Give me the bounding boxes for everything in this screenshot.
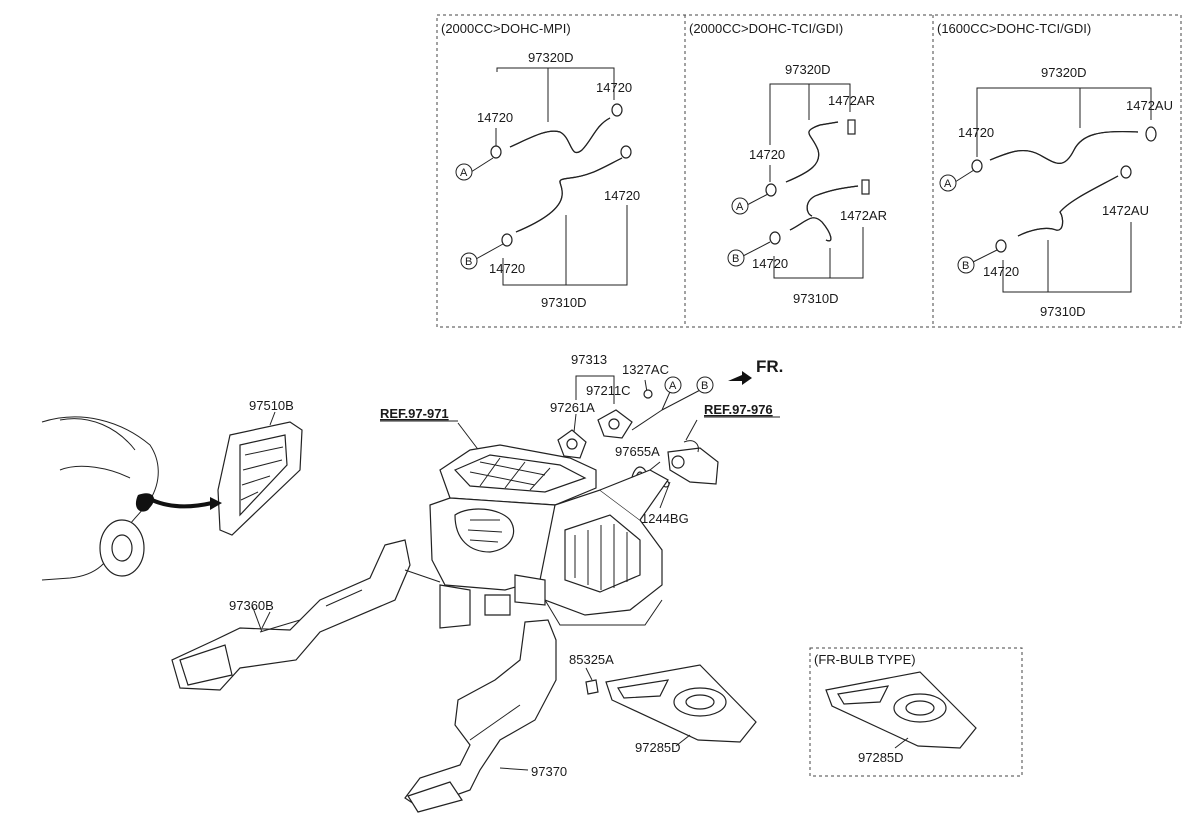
connector-b-icon [957, 256, 975, 274]
variant-2-clamp-a-label: 1472AR [828, 93, 875, 108]
main-conn-b: B [701, 380, 708, 392]
variant-1-conn-b: B [465, 256, 472, 268]
variant-panel-2: (2000CC>DOHC-TCI/GDI) 97320D 1472AR 1472… [689, 21, 887, 306]
clamp-icon [1145, 126, 1157, 142]
variant-1-clamp-c-label: 14720 [604, 188, 640, 203]
ref-97-971: REF.97-971 [380, 406, 449, 421]
variant-1-clamp-b-label: 14720 [477, 110, 513, 125]
clamp-icon [765, 183, 777, 197]
variant-panel-3: (1600CC>DOHC-TCI/GDI) 97320D 1472AU 1472… [937, 21, 1173, 319]
variant-3-clamp-c-label: 1472AU [1102, 203, 1149, 218]
bulb-panel-title: (FR-BULB TYPE) [814, 652, 916, 667]
clamp-icon [611, 103, 623, 117]
connector-a-icon [731, 197, 749, 215]
variant-3-clamp-d-label: 14720 [983, 264, 1019, 279]
connector-b-icon [727, 249, 745, 267]
connector-b-icon [460, 252, 478, 270]
variant-1-title: (2000CC>DOHC-MPI) [441, 21, 571, 36]
clamp-icon [769, 231, 781, 245]
variant-3-clamp-b-label: 14720 [958, 125, 994, 140]
main-assembly: 97313 1327AC 97211C 97261A FR. REF.97-97… [41, 352, 783, 813]
main-conn-a: A [669, 380, 677, 392]
variant-2-title: (2000CC>DOHC-TCI/GDI) [689, 21, 843, 36]
label-1244bg: 1244BG [641, 511, 689, 526]
duct-97360b [171, 539, 411, 691]
clamp-icon [971, 159, 983, 173]
clamp-icon [501, 233, 513, 247]
variant-2-hose-upper-label: 97320D [785, 62, 831, 77]
connector-b-icon [696, 376, 714, 394]
variant-2-clamp-d-label: 14720 [752, 256, 788, 271]
clamp-icon [490, 145, 502, 159]
variant-2-hose-lower-label: 97310D [793, 291, 839, 306]
variant-2-clamp-c-label: 1472AR [840, 208, 887, 223]
clamp-icon [995, 239, 1007, 253]
variant-3-title: (1600CC>DOHC-TCI/GDI) [937, 21, 1091, 36]
bulb-panel-part-label: 97285D [858, 750, 904, 765]
variant-3-hose-lower-label: 97310D [1040, 304, 1086, 319]
connector-a-icon [664, 376, 682, 394]
label-97510b: 97510B [249, 398, 294, 413]
connector-a-icon [939, 174, 957, 192]
connector-a-icon [455, 163, 473, 181]
clamp-icon [847, 119, 856, 135]
variant-3-conn-b: B [962, 260, 969, 272]
screw-icon [643, 389, 653, 399]
variant-1-hose-lower-label: 97310D [541, 295, 587, 310]
variant-1-conn-a: A [460, 167, 468, 179]
variant-2-clamp-b-label: 14720 [749, 147, 785, 162]
label-97370: 97370 [531, 764, 567, 779]
variant-3-hose-upper-label: 97320D [1041, 65, 1087, 80]
variant-2-conn-a: A [736, 201, 744, 213]
clip-85325a [585, 679, 599, 695]
variant-3-conn-a: A [944, 178, 952, 190]
variant-1-hose-upper-label: 97320D [528, 50, 574, 65]
bulb-type-panel: (FR-BULB TYPE) 97285D [809, 647, 1023, 777]
label-97655a: 97655A [615, 444, 660, 459]
variant-1-clamp-d-label: 14720 [489, 261, 525, 276]
label-97285d: 97285D [635, 740, 681, 755]
variant-2-conn-b: B [732, 253, 739, 265]
variant-panels [436, 14, 1182, 328]
label-97313: 97313 [571, 352, 607, 367]
duct-97370 [404, 619, 557, 809]
hvac-outlet-left [439, 584, 471, 629]
clamp-icon [861, 179, 870, 195]
clamp-icon [620, 145, 632, 159]
clamp-icon [1120, 165, 1132, 179]
label-85325a: 85325A [569, 652, 614, 667]
variant-3-clamp-a-label: 1472AU [1126, 98, 1173, 113]
label-97211c: 97211C [586, 383, 631, 398]
front-direction-label: FR. [756, 357, 783, 376]
label-97261a: 97261A [550, 400, 595, 415]
label-97360b: 97360B [229, 598, 274, 613]
variant-panel-1: (2000CC>DOHC-MPI) 97320D 14720 14720 147… [441, 21, 640, 310]
ref-97-976: REF.97-976 [704, 402, 773, 417]
callout-arrow-icon [151, 498, 213, 509]
front-arrow-icon [728, 371, 752, 385]
label-1327ac: 1327AC [622, 362, 669, 377]
